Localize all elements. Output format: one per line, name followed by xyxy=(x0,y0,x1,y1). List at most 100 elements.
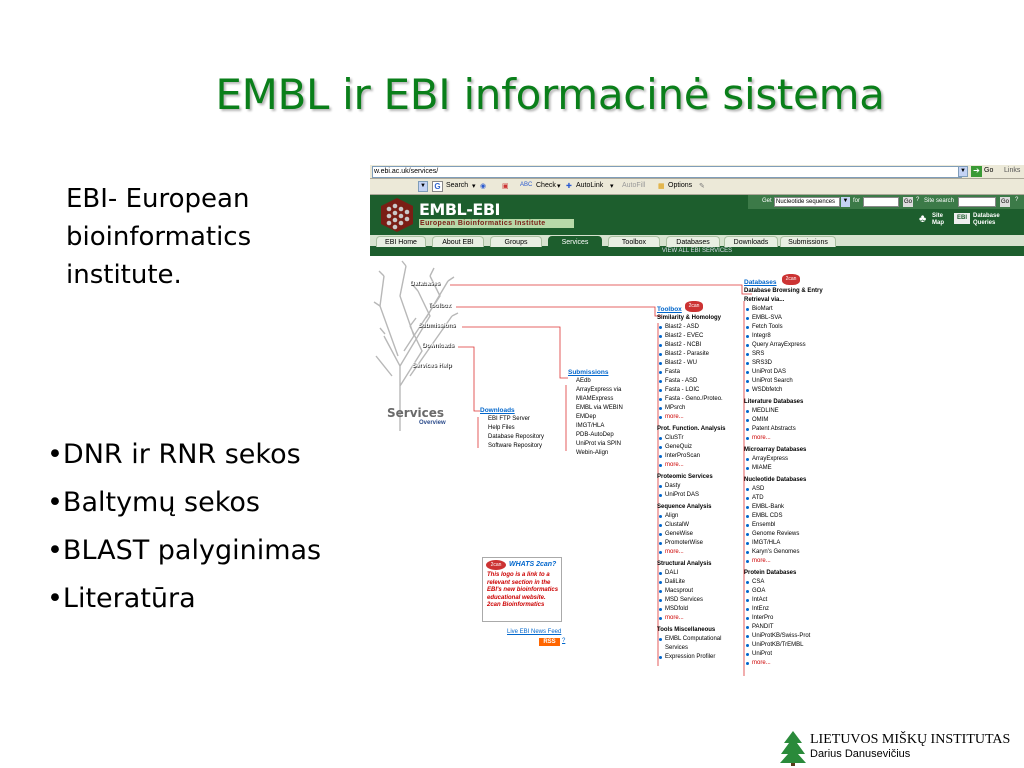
list-item[interactable]: Webin-Align xyxy=(576,450,609,456)
rss-help-link[interactable]: ? xyxy=(562,638,566,644)
list-item[interactable]: Ensembl xyxy=(744,521,834,530)
check-button[interactable]: Check xyxy=(536,182,556,189)
dropdown-arrow-icon[interactable]: ▾ xyxy=(610,183,614,190)
site-search-input[interactable] xyxy=(958,197,996,207)
tab-databases[interactable]: Databases xyxy=(666,236,720,247)
2can-icon[interactable]: 2can xyxy=(782,274,800,285)
list-item[interactable]: Fasta - Geno./Proteo. xyxy=(657,395,743,404)
list-item[interactable]: UniProt DAS xyxy=(657,491,743,500)
list-item[interactable]: more... xyxy=(657,413,743,422)
go-arrow-icon[interactable]: ➔ xyxy=(971,166,982,177)
list-item[interactable]: more... xyxy=(744,434,834,443)
toolbox-heading[interactable]: Toolbox xyxy=(657,306,682,313)
list-item[interactable]: IMGT/HLA xyxy=(744,539,834,548)
list-item[interactable]: more... xyxy=(744,557,834,566)
2can-promo[interactable]: 2can WHATS 2can? This logo is a link to … xyxy=(482,557,562,622)
section-heading[interactable]: Microarray Databases xyxy=(744,447,807,453)
dropdown-arrow-icon[interactable]: ▾ xyxy=(472,183,476,190)
list-item[interactable]: Genome Reviews xyxy=(744,530,834,539)
go-button[interactable]: Go xyxy=(903,197,914,207)
list-item[interactable]: more... xyxy=(657,548,743,557)
autolink-icon[interactable]: ✚ xyxy=(566,183,572,190)
go-button[interactable]: Go xyxy=(984,167,994,174)
list-item[interactable]: PromoterWise xyxy=(657,539,743,548)
list-item[interactable]: AEdb xyxy=(576,378,591,384)
list-item[interactable]: PANDIT xyxy=(744,623,834,632)
section-heading[interactable]: Tools Miscellaneous xyxy=(657,627,716,633)
section-heading[interactable]: Literature Databases xyxy=(744,399,804,405)
list-item[interactable]: InterProScan xyxy=(657,452,743,461)
list-item[interactable]: Karyn's Genomes xyxy=(744,548,834,557)
tab-groups[interactable]: Groups xyxy=(490,236,542,247)
tab-downloads[interactable]: Downloads xyxy=(724,236,778,247)
list-item[interactable]: EMBL-SVA xyxy=(744,314,834,323)
list-item[interactable]: Fasta - ASD xyxy=(657,377,743,386)
list-item[interactable]: more... xyxy=(657,614,743,623)
dropdown-arrow-icon[interactable]: ▼ xyxy=(958,166,968,177)
list-item[interactable]: MSD Services xyxy=(657,596,743,605)
search-button[interactable]: Search xyxy=(446,182,469,189)
tab-ebi-home[interactable]: EBI Home xyxy=(376,236,426,247)
list-item[interactable]: Macsprout xyxy=(657,587,743,596)
list-item[interactable]: Align xyxy=(657,512,743,521)
list-item[interactable]: BioMart xyxy=(744,305,834,314)
list-item[interactable]: WSDbfetch xyxy=(744,386,834,395)
list-item[interactable]: EMDep xyxy=(576,414,597,420)
databases-heading[interactable]: Databases xyxy=(744,279,777,286)
list-item[interactable]: UniProt Search xyxy=(744,377,834,386)
list-item[interactable]: PDB-AutoDep xyxy=(576,432,614,438)
list-item[interactable]: MIAME xyxy=(744,464,834,473)
news-feed-link[interactable]: Live EBI News Feed xyxy=(507,629,562,635)
list-item[interactable]: Expression Profiler xyxy=(657,653,743,662)
tree-label-databases[interactable]: Databases xyxy=(410,281,441,287)
list-item[interactable]: EMBL CDS xyxy=(744,512,834,521)
list-item[interactable]: ArrayExpress xyxy=(744,455,834,464)
tree-label-submissions[interactable]: Submissions xyxy=(418,323,456,329)
chevron-down-icon[interactable]: ▼ xyxy=(841,197,850,207)
go-button[interactable]: Go xyxy=(1000,197,1011,207)
list-item[interactable]: Fasta xyxy=(657,368,743,377)
list-item[interactable]: Patent Abstracts xyxy=(744,425,834,434)
list-item[interactable]: UniProtKB/Swiss-Prot xyxy=(744,632,834,641)
rss-badge[interactable]: RSS xyxy=(539,638,560,646)
list-item[interactable]: Software Repository xyxy=(488,443,543,449)
pencil-icon[interactable]: ✎ xyxy=(699,183,705,190)
url-field[interactable]: w.ebi.ac.uk/services/ xyxy=(372,166,962,178)
list-item[interactable]: MIAMExpress xyxy=(576,396,614,402)
tab-services[interactable]: Services xyxy=(548,236,602,247)
list-item[interactable]: Query ArrayExpress xyxy=(744,341,834,350)
2can-icon[interactable]: 2can xyxy=(685,301,703,312)
list-item[interactable]: EMBL-Bank xyxy=(744,503,834,512)
list-item[interactable]: Blast2 - NCBI xyxy=(657,341,743,350)
submissions-heading[interactable]: Submissions xyxy=(568,369,609,376)
list-item[interactable]: Blast2 - WU xyxy=(657,359,743,368)
section-heading[interactable]: Prot. Function. Analysis xyxy=(657,426,726,432)
list-item[interactable]: DaliLite xyxy=(657,578,743,587)
section-heading[interactable]: Nucleotide Databases xyxy=(744,477,807,483)
dropdown-arrow-icon[interactable]: ▼ xyxy=(418,181,428,192)
list-item[interactable]: Help Files xyxy=(488,425,515,431)
list-item[interactable]: ASD xyxy=(744,485,834,494)
options-button[interactable]: Options xyxy=(668,182,693,189)
list-item[interactable]: GOA xyxy=(744,587,834,596)
list-item[interactable]: SRS3D xyxy=(744,359,834,368)
dropdown-arrow-icon[interactable]: ▾ xyxy=(557,183,561,190)
section-heading[interactable]: Structural Analysis xyxy=(657,561,712,567)
section-heading[interactable]: Proteomic Services xyxy=(657,474,713,480)
list-item[interactable]: IntEnz xyxy=(744,605,834,614)
ebi-badge-icon[interactable]: EBI xyxy=(954,213,970,224)
list-item[interactable]: more... xyxy=(744,659,834,668)
list-item[interactable]: EBI FTP Server xyxy=(488,416,530,422)
embl-ebi-logo[interactable] xyxy=(378,197,416,233)
globe-icon[interactable]: ◉ xyxy=(480,183,487,190)
list-item[interactable]: ClustalW xyxy=(657,521,743,530)
list-item[interactable]: MEDLINE xyxy=(744,407,834,416)
list-item[interactable]: IMGT/HLA xyxy=(576,423,605,429)
tree-label-downloads[interactable]: Downloads xyxy=(422,343,455,349)
list-item[interactable]: IntAct xyxy=(744,596,834,605)
list-item[interactable]: MSDfold xyxy=(657,605,743,614)
query-input[interactable] xyxy=(863,197,899,207)
tree-icon[interactable]: ♣ xyxy=(919,213,927,225)
downloads-heading[interactable]: Downloads xyxy=(480,407,515,414)
